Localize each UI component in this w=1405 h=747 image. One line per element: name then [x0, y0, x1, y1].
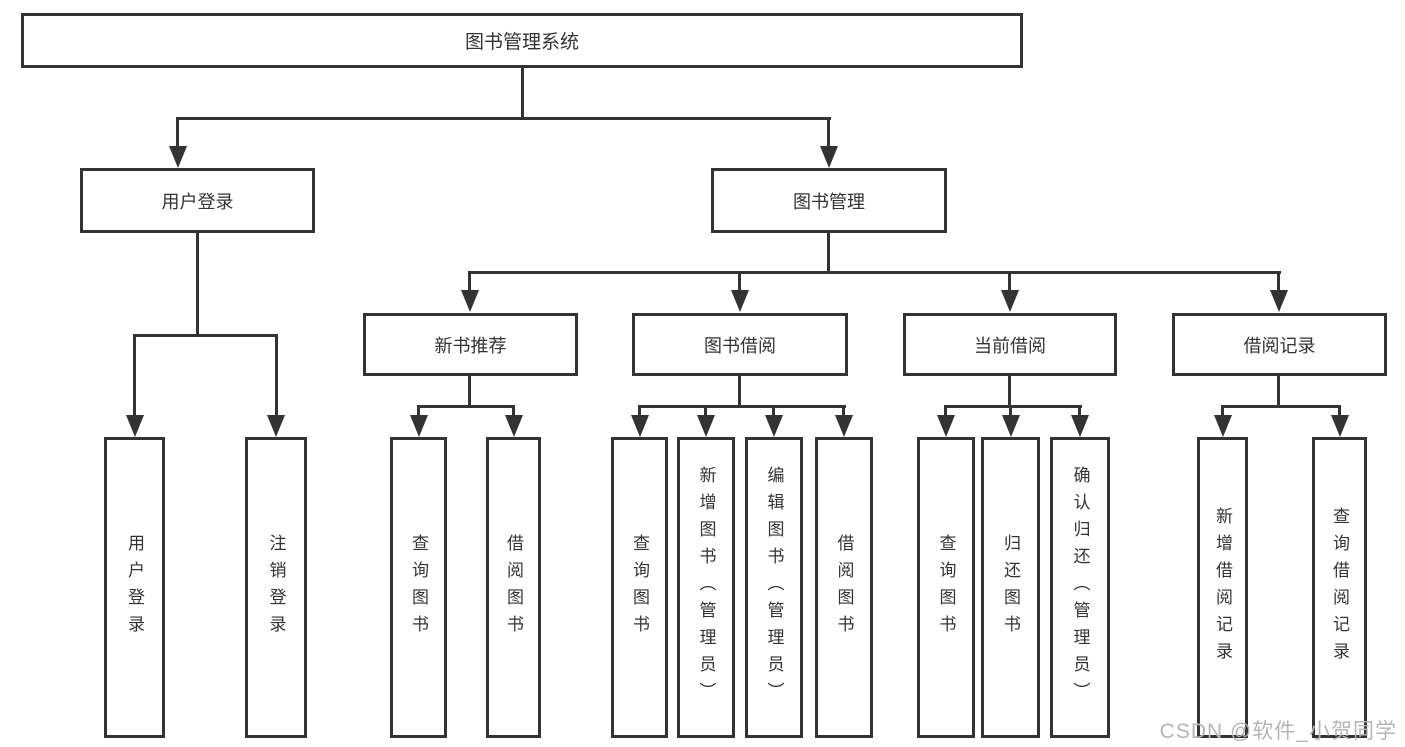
connector-line: [704, 405, 707, 417]
leaf-label: 查询图书: [936, 533, 956, 642]
connector-line: [417, 405, 515, 408]
node-new-book-recommend: 新书推荐: [363, 313, 578, 376]
node-label: 图书管理: [793, 191, 865, 212]
connector-line: [842, 405, 845, 417]
arrow-down-icon: [631, 415, 649, 437]
arrow-down-icon: [267, 415, 285, 437]
node-current-borrowing: 当前借阅: [903, 313, 1117, 376]
arrow-down-icon: [410, 415, 428, 437]
connector-line: [133, 334, 136, 417]
leaf-label: 查询图书: [630, 533, 649, 642]
connector-line: [176, 117, 179, 146]
node-label: 借阅记录: [1243, 335, 1316, 356]
leaf-borrow-books-recommend: 借阅图书: [486, 437, 541, 738]
leaf-label: 新增图书（管理员）: [696, 466, 716, 709]
connector-line: [1277, 271, 1280, 292]
node-label: 新书推荐: [434, 335, 507, 356]
leaf-query-books-current: 查询图书: [917, 437, 975, 738]
connector-line: [772, 405, 775, 417]
arrow-down-icon: [697, 415, 715, 437]
connector-line: [521, 67, 524, 119]
connector-line: [1008, 376, 1011, 407]
leaf-logout: 注销登录: [245, 437, 307, 738]
leaf-return-books: 归还图书: [981, 437, 1040, 738]
connector-line: [1277, 376, 1280, 407]
arrow-down-icon: [937, 415, 955, 437]
arrow-down-icon: [1002, 415, 1020, 437]
leaf-label: 编辑图书（管理员）: [764, 466, 784, 709]
arrow-down-icon: [461, 290, 479, 312]
leaf-query-books-borrowing: 查询图书: [611, 437, 668, 738]
leaf-label: 归还图书: [1001, 533, 1020, 642]
connector-line: [133, 334, 278, 337]
watermark: CSDN @软件_小贺同学: [1159, 720, 1397, 743]
leaf-add-books-admin: 新增图书（管理员）: [677, 437, 735, 738]
arrow-down-icon: [731, 290, 749, 312]
connector-line: [827, 233, 830, 274]
arrow-down-icon: [1270, 290, 1288, 312]
connector-line: [176, 117, 831, 120]
leaf-label: 确认归还（管理员）: [1070, 466, 1090, 709]
node-user-login: 用户登录: [80, 168, 315, 233]
arrow-down-icon: [169, 146, 187, 168]
leaf-label: 借阅图书: [504, 533, 523, 642]
leaf-query-borrow-record: 查询借阅记录: [1312, 437, 1367, 738]
connector-line: [196, 233, 199, 337]
node-book-management: 图书管理: [711, 168, 947, 233]
node-label: 图书借阅: [704, 335, 776, 356]
arrow-down-icon: [126, 415, 144, 437]
connector-line: [468, 376, 471, 407]
connector-line: [1221, 405, 1341, 408]
node-label: 用户登录: [161, 191, 234, 212]
connector-line: [1338, 405, 1341, 417]
connector-line: [738, 376, 741, 407]
leaf-label: 注销登录: [266, 533, 286, 642]
arrow-down-icon: [505, 415, 523, 437]
node-borrowing-records: 借阅记录: [1172, 313, 1387, 376]
leaf-confirm-return-admin: 确认归还（管理员）: [1050, 437, 1110, 738]
leaf-label: 查询图书: [409, 533, 428, 642]
arrow-down-icon: [835, 415, 853, 437]
arrow-down-icon: [1001, 290, 1019, 312]
arrow-down-icon: [1331, 415, 1349, 437]
connector-line: [944, 405, 947, 417]
connector-line: [1078, 405, 1081, 417]
node-library-management-system: 图书管理系统: [21, 13, 1023, 68]
node-book-borrowing: 图书借阅: [632, 313, 848, 376]
connector-line: [512, 405, 515, 417]
connector-line: [738, 271, 741, 292]
connector-line: [1008, 271, 1011, 292]
arrow-down-icon: [1214, 415, 1232, 437]
connector-line: [638, 405, 641, 417]
connector-line: [1009, 405, 1012, 417]
leaf-user-login: 用户登录: [104, 437, 165, 738]
connector-line: [827, 117, 830, 146]
arrow-down-icon: [1071, 415, 1089, 437]
node-label: 图书管理系统: [464, 32, 579, 53]
leaf-edit-books-admin: 编辑图书（管理员）: [745, 437, 803, 738]
leaf-label: 查询借阅记录: [1330, 506, 1349, 669]
connector-line: [944, 405, 1082, 408]
node-label: 当前借阅: [974, 335, 1046, 356]
leaf-label: 用户登录: [125, 533, 144, 642]
connector-line: [468, 271, 471, 292]
leaf-query-books-recommend: 查询图书: [390, 437, 447, 738]
leaf-label: 借阅图书: [834, 533, 854, 642]
connector-line: [275, 334, 278, 417]
leaf-borrow-books: 借阅图书: [815, 437, 873, 738]
connector-line: [1221, 405, 1224, 417]
leaf-label: 新增借阅记录: [1213, 506, 1232, 669]
connector-line: [638, 405, 846, 408]
arrow-down-icon: [765, 415, 783, 437]
arrow-down-icon: [820, 146, 838, 168]
connector-line: [468, 271, 1281, 274]
connector-line: [417, 405, 420, 417]
leaf-add-borrow-record: 新增借阅记录: [1197, 437, 1248, 738]
